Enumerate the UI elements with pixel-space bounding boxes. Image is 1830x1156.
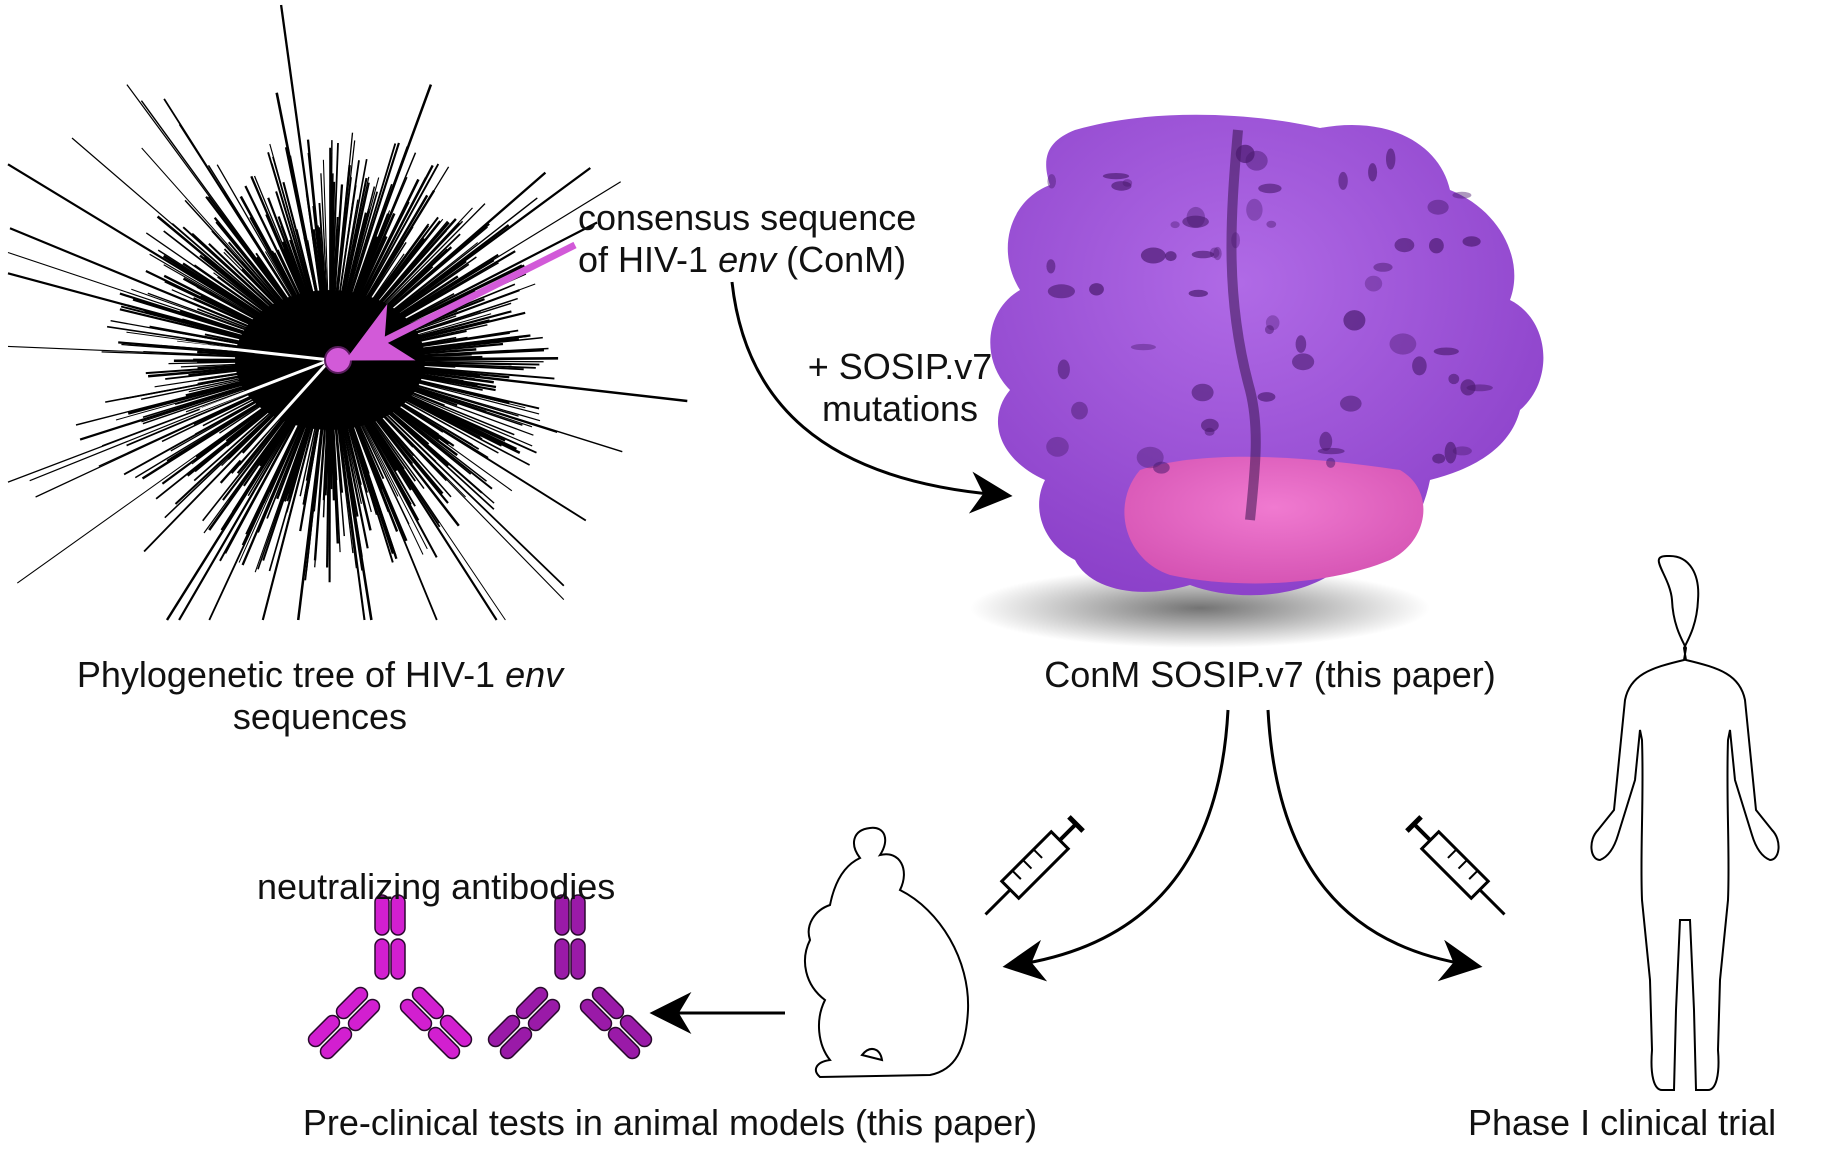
tree-caption-prefix: Phylogenetic tree of HIV-1 [77,654,505,695]
antibody-segment [375,939,389,979]
protein-pore [1189,290,1208,297]
protein-pore [1165,251,1177,261]
protein-pore [1412,356,1427,375]
protein-pore [1137,447,1164,468]
protein-pore [1467,384,1493,391]
clinical-caption: Phase I clinical trial [1468,1102,1776,1144]
protein-pore [1103,173,1129,179]
protein-pore [1046,437,1069,457]
protein-trimer [970,115,1543,648]
consensus-line1: consensus sequence [578,197,916,239]
protein-pore [1265,325,1274,334]
antibody-segment [555,939,569,979]
tree-caption-italic: env [505,654,563,695]
protein-pore [1171,221,1180,228]
consensus-line2: of HIV-1 env (ConM) [578,239,916,281]
protein-pore [1368,163,1377,181]
protein-pore [1292,353,1314,370]
protein-pore [1326,458,1335,468]
antibody-segment [391,939,405,979]
protein-pore [1296,335,1307,353]
protein-pore [1131,344,1156,350]
protein-pore [1089,283,1104,295]
protein-pore [1428,200,1449,215]
protein-pore [1048,284,1075,298]
protein-gp41-surface [1124,457,1423,584]
protein-pore [1047,174,1056,188]
protein-pore [1340,396,1362,412]
human-figure-icon [1591,556,1778,1090]
rabbit-icon [805,828,968,1077]
protein-pore [1058,360,1070,380]
tree-caption-line2: sequences [20,696,620,738]
protein-pore [1266,221,1276,228]
protein-pore [1071,402,1088,420]
protein-pore [1192,384,1214,402]
preclinical-caption: Pre-clinical tests in animal models (thi… [230,1102,1110,1144]
phylogenetic-tree [8,5,687,620]
protein-pore [1343,310,1365,330]
syringe-icon [977,816,1084,923]
protein-pore [1445,442,1457,464]
protein-pore [1452,192,1471,199]
consensus-label: consensus sequence of HIV-1 env (ConM) [578,197,916,281]
protein-pore [1187,207,1205,228]
protein-pore [1463,236,1481,246]
protein-pore [1123,179,1133,187]
mutations-line1: + SOSIP.v7 [790,346,1010,388]
protein-pore [1205,428,1215,436]
consensus-suffix: (ConM) [776,239,906,280]
protein-pore [1395,238,1415,252]
consensus-node-marker [325,347,351,373]
antibody-segment [571,939,585,979]
protein-pore [1246,199,1262,221]
mutations-line2: mutations [790,388,1010,430]
antibody-icon [306,895,475,1061]
consensus-italic: env [718,239,776,280]
protein-pore [1258,184,1281,194]
protein-pore [1246,151,1268,171]
consensus-prefix: of HIV-1 [578,239,718,280]
protein-pore [1386,148,1395,169]
protein-pore [1046,259,1055,273]
protein-pore [1258,392,1276,402]
protein-pore [1338,172,1347,190]
protein-pore [1210,248,1220,259]
protein-pore [1432,454,1445,464]
tree-caption-line1: Phylogenetic tree of HIV-1 env [20,654,620,696]
protein-pore [1448,374,1459,384]
protein-pore [1365,276,1382,292]
antibody-icon [486,895,655,1061]
protein-pore [1318,448,1345,454]
protein-pore [1373,263,1392,272]
antibodies-title: neutralizing antibodies [257,866,615,908]
protein-pore [1231,232,1240,248]
protein-caption: ConM SOSIP.v7 (this paper) [990,654,1550,696]
syringe-icon [1406,816,1513,923]
protein-pore [1390,333,1417,354]
protein-pore [1429,238,1444,253]
protein-pore [1141,248,1166,264]
tree-caption: Phylogenetic tree of HIV-1 env sequences [20,654,620,738]
mutations-label: + SOSIP.v7 mutations [790,346,1010,430]
protein-pore [1434,348,1459,356]
